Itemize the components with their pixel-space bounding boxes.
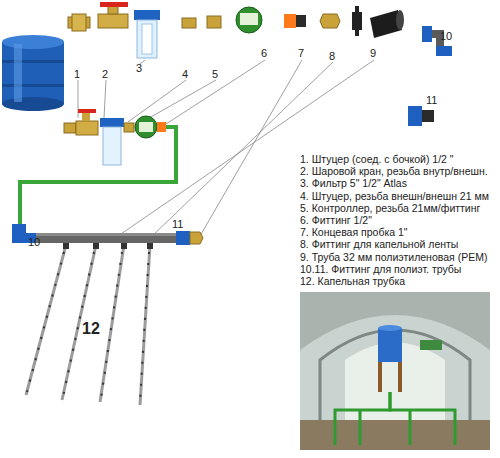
callout-number: 6	[261, 47, 267, 59]
barrel	[2, 35, 64, 111]
parts-list-item: 1. Штуцер (соед. с бочкой) 1/2 "	[300, 154, 454, 166]
callout-number: 2	[102, 68, 108, 80]
parts-list-item: 3. Фильтр 5" 1/2" Atlas	[300, 178, 407, 190]
callout-number: 11	[172, 218, 183, 230]
parts-list-item: 4. Штуцер, резьба внешн/внешн 21 мм	[300, 191, 489, 203]
drip-fittings	[63, 243, 153, 249]
parts-list-item: 9. Труба 32 мм полиэтиленовая (PEM)	[300, 252, 487, 264]
greenhouse-photo	[300, 292, 490, 450]
parts-list-item: 10.11. Фиттинг для полиэт. трубы	[300, 264, 461, 276]
parts-list-item: 5. Контроллер, резьба 21мм/фиттинг	[300, 203, 480, 215]
parts-list-item: 2. Шаровой кран, резьба внутр/внешн.	[300, 166, 488, 178]
parts-list-item: 12. Капельная трубка	[300, 276, 405, 288]
callout-number: 1	[74, 68, 80, 80]
callout-number: 11	[426, 94, 437, 106]
callout-number: 4	[182, 68, 188, 80]
callout-number: 5	[212, 68, 218, 80]
callout-number: 3	[136, 62, 142, 74]
parts-list-item: 7. Концевая пробка 1"	[300, 227, 408, 239]
callout-number: 9	[370, 47, 376, 59]
callout-number: 10	[28, 236, 40, 248]
assembly	[12, 109, 203, 245]
parts-list-item: 6. Фиттинг 1/2"	[300, 215, 372, 227]
drip-tubes	[26, 245, 150, 405]
drip-holes	[27, 252, 149, 402]
parts-list-item: 8. Фиттинг для капельной ленты	[300, 239, 458, 251]
part-icons	[68, 2, 452, 126]
callout-number: 10	[440, 30, 452, 42]
callout-number: 7	[298, 47, 304, 59]
callout-number: 12	[82, 320, 100, 338]
callout-number: 8	[329, 50, 335, 62]
